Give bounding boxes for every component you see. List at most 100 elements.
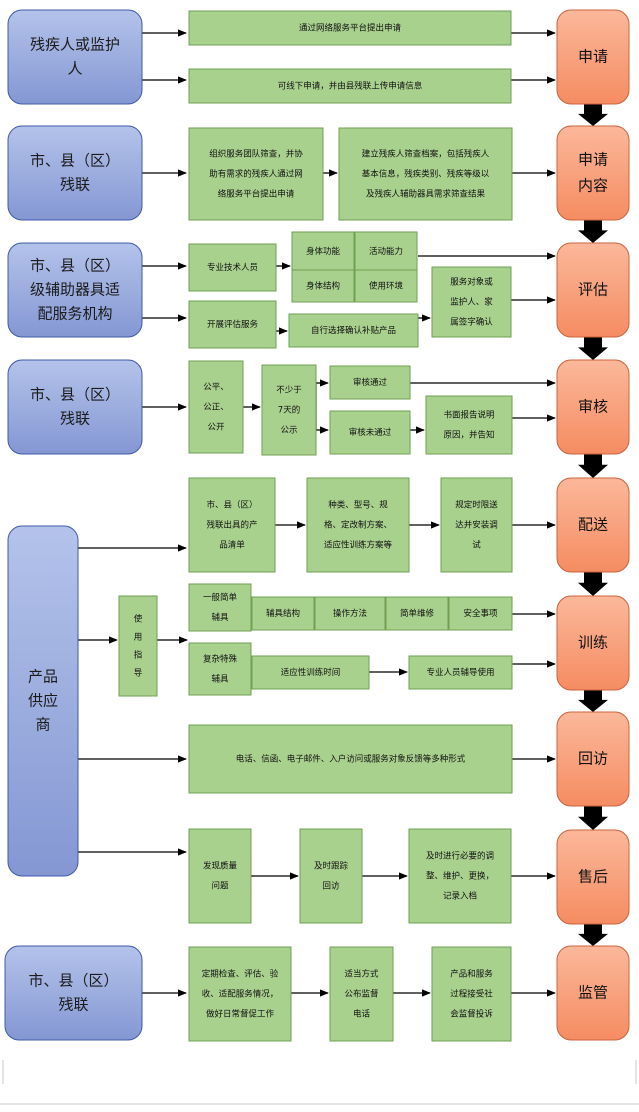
step-box-text: 适应性训练方案等 [324,540,393,551]
step-box-text: 审核未通过 [349,427,392,438]
step-box-text: 格、定改制方案、 [324,520,392,531]
stage-node-s8: 售后 [556,829,630,925]
stage-down-arrow [578,924,608,946]
step-box-d4: 审核未通过 [329,410,411,455]
step-box-text: 电话、信函、电子邮件、入户访问或服务对象反馈等多种形式 [236,754,466,765]
step-box-c2: 身体功能 [291,231,355,272]
step-box-shape [314,596,386,631]
step-box-text: 基本信息，残疾类别、残疾等级以 [362,169,490,180]
step-box-text: 助有需求的残疾人通过网 [209,169,303,180]
stage-down-arrow [578,220,608,243]
stage-node-s6: 训练 [556,595,630,691]
step-box-text: 辅具 [211,612,229,623]
step-box-text: 整、维护、更换， [426,871,494,882]
step-box-text: 自行选择确认补贴产品 [311,325,396,336]
stage-node-text: 售后 [578,868,608,886]
step-box-text: 过程接受社 [450,989,493,1000]
step-box-a1: 通过网络服务平台提出申请 [188,10,512,46]
step-box-c7: 开展评估服务 [188,300,277,349]
step-box-shape [329,946,394,1042]
stage-arrows [578,104,608,946]
step-box-g1: 电话、信函、电子邮件、入户访问或服务对象反馈等多种形式 [188,724,513,794]
step-box-text: 原因，并告知 [443,430,494,441]
stage-down-arrow [578,104,608,126]
step-box-shape [118,595,158,697]
step-box-shape [188,360,244,454]
stage-node-shape [556,711,630,807]
step-box-f8: 专业人员辅导使用 [408,655,513,690]
step-box-text: 络服务平台提出申请 [218,189,295,200]
step-box-e2: 种类、型号、规格、定改制方案、适应性训练方案等 [306,477,410,573]
step-box-text: 问题 [211,882,229,892]
source-node-l2: 市、县（区）残联 [7,125,143,221]
step-box-shape [408,828,512,924]
source-node-shape [7,125,143,221]
step-box-c1: 专业技术人员 [188,243,277,292]
stage-node-text: 申请 [578,48,608,66]
step-box-d1: 公平、公正、公开 [188,360,244,454]
step-box-f4: 简单维修 [385,596,449,631]
step-box-text: 使 [134,614,143,625]
source-node-text: 残联 [60,176,90,194]
page-edge [0,1060,639,1105]
stage-node-shape [556,595,630,691]
step-box-d3: 审核通过 [329,365,411,400]
source-node-text: 配服务机构 [37,305,112,323]
step-box-c4: 身体结构 [291,269,355,303]
source-node-shape [7,242,143,338]
step-box-text: 属签字确认 [450,317,493,328]
step-box-f5: 安全事项 [448,596,513,631]
step-box-text: 公布监督 [344,989,379,1000]
source-node-text: 商 [35,716,50,734]
step-box-text: 种类、型号、规 [328,500,388,511]
step-box-text: 导 [134,669,143,679]
stage-node-s4: 审核 [556,359,630,455]
step-box-text: 开展评估服务 [207,319,259,330]
step-box-text: 会监督投诉 [450,1009,493,1020]
step-box-f3: 操作方法 [314,596,386,631]
step-box-text: 达并安装调 [455,520,498,531]
source-node-l6: 市、县（区）残联 [4,945,143,1041]
step-box-text: 回访 [322,881,340,892]
step-box-c5: 使用环境 [354,269,418,303]
source-node-text: 市、县（区） [28,972,118,990]
step-box-shape [448,596,513,631]
nodes: 残疾人或监护人市、县（区）残联市、县（区）级辅助器具适配服务机构市、县（区）残联… [4,9,630,1042]
step-box-text: 及时跟踪 [314,861,349,872]
step-box-shape [188,127,324,221]
step-box-text: 审核通过 [353,377,388,388]
step-box-text: 发现质量 [203,861,238,872]
step-box-text: 用 [134,633,143,643]
stage-node-shape [556,125,630,221]
step-box-text: 公示 [280,426,297,436]
step-box-shape [329,410,411,455]
step-box-shape [329,365,411,400]
stage-down-arrow [578,690,608,712]
stage-node-shape [556,242,630,338]
stage-node-shape [556,945,630,1041]
source-node-text: 级辅助器具适 [30,281,120,299]
step-box-text: 定期检查、评估、验 [202,969,279,980]
source-node-text: 人 [67,60,82,78]
step-box-shape [188,243,277,292]
stage-node-shape [556,359,630,455]
step-box-text: 专业人员辅导使用 [426,667,494,678]
step-box-text: 复杂特殊 [203,654,238,665]
step-box-shape [251,596,315,631]
step-box-text: 专业技术人员 [207,262,258,273]
step-box-text: 服务对象或 [450,277,493,288]
step-box-c8: 自行选择确认补贴产品 [288,313,419,348]
step-box-text: 一般简单 [203,592,238,603]
